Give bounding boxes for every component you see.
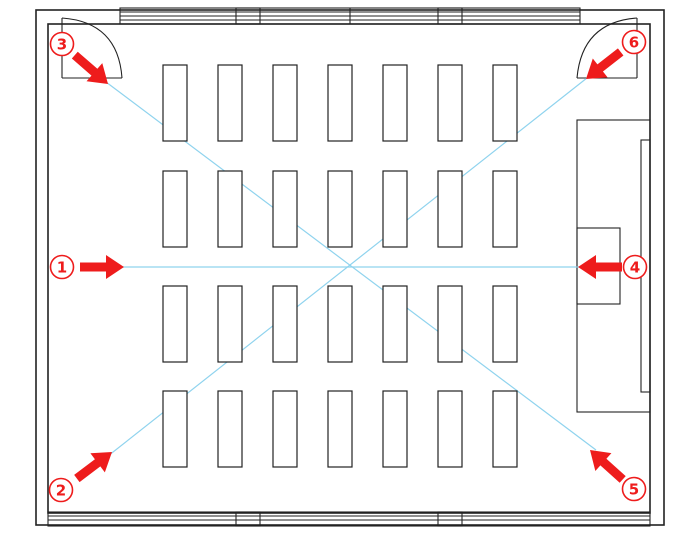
desk [382,390,408,468]
camera-3-label: 3 [57,36,67,54]
desk [272,285,298,363]
camera-5-badge [621,476,647,502]
desk [327,64,353,142]
desk [492,170,518,248]
bottom-windows [47,511,651,527]
desk [492,64,518,142]
desk [437,390,463,468]
desk [327,390,353,468]
sightline-3-5 [105,81,597,451]
desk [437,285,463,363]
desk [327,285,353,363]
desk [272,64,298,142]
desk [437,64,463,142]
desk [272,170,298,248]
camera-5-label: 5 [629,481,639,499]
desk [327,170,353,248]
camera-6-label: 6 [629,34,639,52]
camera-3-arrow-icon [71,51,108,84]
desk [382,285,408,363]
bottom-window-frame [47,511,651,527]
camera-markers: 1 2 3 4 5 6 [48,29,648,503]
camera-5-arrow-icon [590,450,626,483]
desk-grid [162,64,518,468]
camera-4-label: 4 [630,259,640,277]
top-windows [119,7,581,25]
desk [217,390,243,468]
camera-6-badge [621,29,647,55]
desk [272,390,298,468]
camera-1-label: 1 [57,259,67,277]
desk [437,170,463,248]
camera-1-badge [49,254,75,280]
desk [492,285,518,363]
desk [492,390,518,468]
camera-2-arrow-icon [74,452,112,483]
desk [162,64,188,142]
desk [217,285,243,363]
desk [217,170,243,248]
desk [217,64,243,142]
desk [382,64,408,142]
camera-4-arrow-icon [578,255,622,279]
desk [162,390,188,468]
camera-6-arrow-icon [586,48,624,79]
camera-2-badge [48,477,74,503]
camera-1-arrow-icon [80,255,124,279]
camera-2-label: 2 [56,482,66,500]
camera-4-badge [622,254,648,280]
desk [382,170,408,248]
camera-3-badge [49,31,75,57]
desk [162,170,188,248]
desk [162,285,188,363]
